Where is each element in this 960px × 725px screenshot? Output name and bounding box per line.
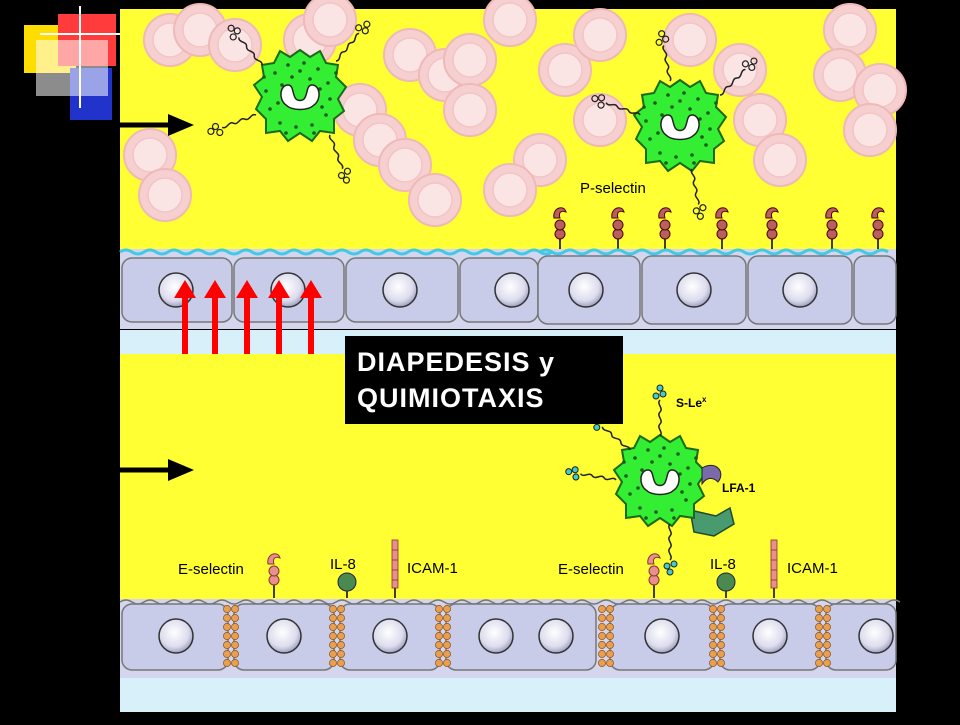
slex-label: S-Lex	[676, 395, 706, 410]
decorative-logo	[24, 6, 120, 120]
migration-arrows	[174, 280, 322, 354]
e-selectin-label-left: E-selectin	[178, 561, 244, 578]
slide-title-line2: QUIMIOTAXIS	[357, 383, 545, 413]
leukocyte-adhering	[563, 384, 735, 576]
icam1-label-right: ICAM-1	[787, 560, 838, 577]
slide-title-box: DIAPEDESIS y QUIMIOTAXIS	[345, 336, 623, 424]
il8-label-right: IL-8	[710, 556, 736, 573]
icam1-label-left: ICAM-1	[407, 560, 458, 577]
flow-arrow-lower	[120, 459, 194, 481]
slex-label-sup: x	[702, 395, 707, 404]
flow-arrow-upper	[120, 114, 194, 136]
p-selectin-label: P-selectin	[580, 180, 646, 197]
upper-vessel-panel	[120, 0, 907, 257]
e-selectin-label-right: E-selectin	[558, 561, 624, 578]
lfa1-label: LFA-1	[722, 481, 756, 495]
slide-title-line1: DIAPEDESIS y	[357, 347, 556, 377]
slex-label-text: S-Le	[676, 396, 703, 410]
lower-endothelium	[119, 599, 901, 712]
il8-label-left: IL-8	[330, 556, 356, 573]
